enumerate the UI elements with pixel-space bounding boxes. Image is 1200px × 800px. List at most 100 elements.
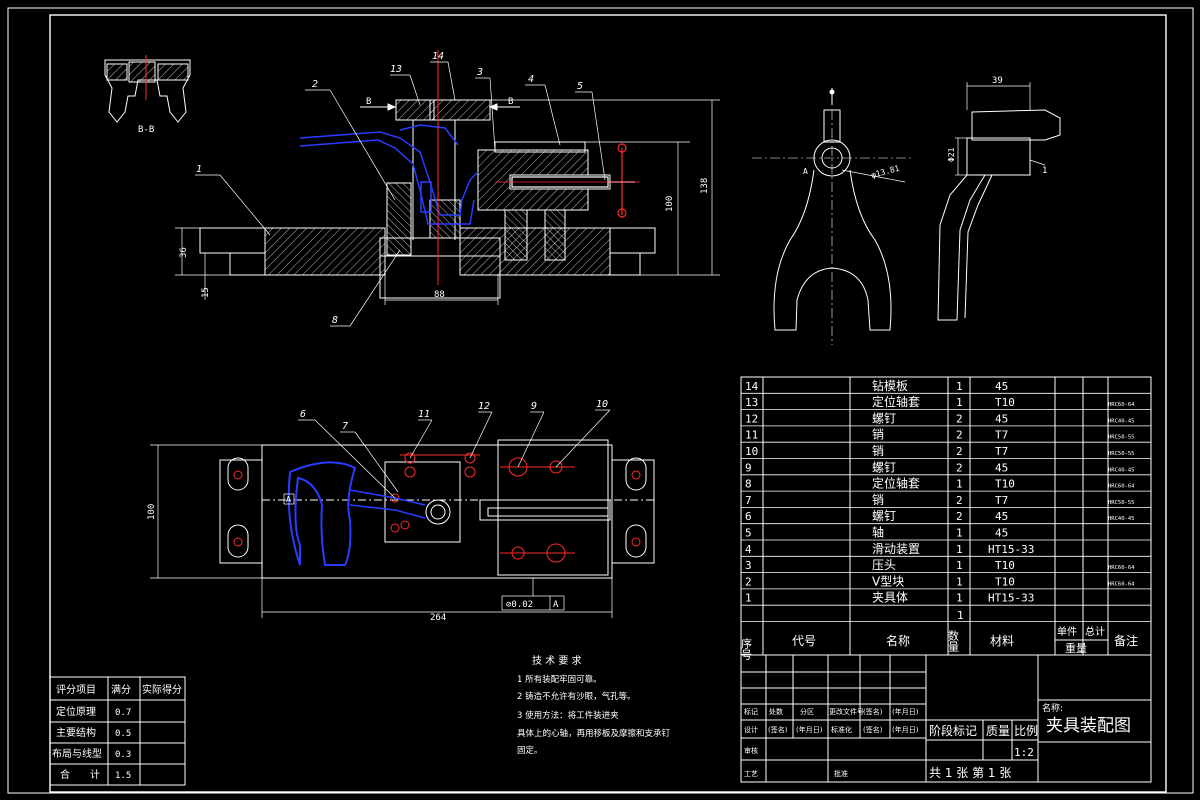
balloon-10: 10 <box>596 399 608 410</box>
score-header-actual: 实际得分 <box>142 683 182 696</box>
cut-label-right: B <box>508 97 513 107</box>
tb-date3: (年月日) <box>892 725 919 734</box>
parts-row-material: T7 <box>995 494 1008 507</box>
workpiece-side-view <box>937 109 1061 321</box>
balloon-9: 9 <box>531 401 537 412</box>
tb-scale-value: 1:2 <box>1014 746 1034 759</box>
balloon-14: 14 <box>432 51 444 62</box>
balloon-12: 12 <box>478 401 490 412</box>
parts-row-material: T10 <box>995 559 1015 572</box>
tb-change-doc: 更改文件号 <box>829 707 864 716</box>
title-block-grid <box>740 654 1152 783</box>
parts-row-qty: 1 <box>956 575 963 588</box>
parts-row-name: 轴 <box>872 525 884 540</box>
tb-process: 工艺 <box>744 770 758 778</box>
header-weight: 重量 <box>1065 641 1087 655</box>
workpiece-plan-arm <box>349 489 426 519</box>
tech-req-line-4: 具体上的心轴，再用移板及摩擦和支承钉 <box>517 728 671 739</box>
score-row-4-item: 合 计 <box>60 768 100 781</box>
tb-date2: (年月日) <box>796 725 823 734</box>
parts-row-name: 螺钉 <box>872 411 896 425</box>
parts-row-number: 5 <box>745 527 752 540</box>
header-single: 单件 <box>1057 626 1077 638</box>
parts-row-name: 滑动装置 <box>872 542 920 556</box>
sheet-border <box>7 7 1194 794</box>
header-material: 材料 <box>990 634 1014 648</box>
extra-qty: 1 <box>957 609 964 622</box>
parts-row-note: HRC60-64 <box>1108 402 1135 408</box>
parts-row-number: 8 <box>745 478 752 491</box>
balloon-4: 4 <box>528 74 534 85</box>
parts-row-qty: 1 <box>956 527 963 540</box>
parts-row-material: HT15-33 <box>988 543 1034 556</box>
tb-standard: 标准化 <box>831 725 852 734</box>
cut-line-b <box>360 103 520 111</box>
parts-row-number: 13 <box>745 396 758 409</box>
tb-sign2: (签名) <box>768 725 788 734</box>
parts-row-number: 2 <box>745 575 752 588</box>
score-row-3-item: 布局与线型 <box>52 747 102 760</box>
parts-row-qty: 1 <box>956 543 963 556</box>
header-code: 代号 <box>792 634 816 648</box>
parts-row-note: HRC50-55 <box>1108 451 1135 457</box>
balloon-1: 1 <box>196 164 202 175</box>
drawing-title: 夹具装配图 <box>1046 716 1131 736</box>
tb-date: (年月日) <box>892 707 919 716</box>
tb-approve: 批准 <box>834 769 848 778</box>
parts-row-material: HT15-33 <box>988 592 1034 605</box>
leader-lines <box>195 61 606 327</box>
header-name: 名称 <box>886 633 910 648</box>
balloon-5: 5 <box>577 81 583 92</box>
tb-count: 处数 <box>769 707 783 716</box>
parts-row-name: 定位轴套 <box>872 394 920 409</box>
score-table-grid <box>49 676 186 786</box>
header-note: 备注 <box>1114 633 1138 648</box>
tb-weight: 质量 <box>986 724 1010 738</box>
tb-stage: 阶段标记 <box>929 723 977 738</box>
parts-row-qty: 1 <box>956 396 963 409</box>
parts-row-qty: 1 <box>956 592 963 605</box>
parts-row-qty: 1 <box>956 478 963 491</box>
tolerance-frame-value: ⊘0.02 <box>506 600 533 610</box>
dim-phi: φ13.81 <box>870 164 900 180</box>
parts-row-material: T10 <box>995 396 1015 409</box>
plan-leaders <box>298 409 611 499</box>
tech-req-line-3: 3 使用方法：将工件装进夹 <box>517 710 619 721</box>
parts-row-qty: 2 <box>956 494 963 507</box>
parts-row-number: 12 <box>745 412 758 425</box>
parts-row-note: HRC50-55 <box>1108 500 1135 506</box>
score-row-3-full: 0.3 <box>115 750 131 760</box>
score-row-1-item: 定位原理 <box>56 705 96 718</box>
parts-row-number: 1 <box>745 592 752 605</box>
dim-39: 39 <box>992 76 1003 86</box>
parts-row-material: 45 <box>995 510 1008 523</box>
section-bb-label: B-B <box>138 125 154 135</box>
parts-row-note: HRC40-45 <box>1108 516 1135 522</box>
dim-88: 88 <box>434 290 445 300</box>
parts-row-name: 螺钉 <box>872 509 896 523</box>
tb-name-label: 名称: <box>1042 702 1063 714</box>
side-dimensions <box>955 82 1046 176</box>
datum-marker: A <box>286 495 291 504</box>
balloon-13: 13 <box>390 64 402 75</box>
parts-row-name: 夹具体 <box>872 591 908 605</box>
workpiece-plan <box>287 461 357 566</box>
parts-row-material: T10 <box>995 575 1015 588</box>
tech-req-title: 技 术 要 求 <box>532 654 582 667</box>
tolerance-datum: A <box>553 600 559 610</box>
parts-row-note: HRC60-64 <box>1108 565 1135 571</box>
parts-row-material: T10 <box>995 478 1015 491</box>
parts-row-name: 螺钉 <box>872 460 896 474</box>
parts-row-number: 11 <box>745 429 758 442</box>
header-qty: 数量 <box>947 630 960 652</box>
balloon-7: 7 <box>342 421 348 432</box>
parts-row-name: 销 <box>872 444 884 458</box>
parts-row-material: 45 <box>995 412 1008 425</box>
dim-36: 36 <box>179 247 189 258</box>
balloon-2: 2 <box>312 79 318 90</box>
cut-label-left: B <box>366 97 371 107</box>
score-row-2-item: 主要结构 <box>56 726 96 739</box>
parts-row-number: 9 <box>745 461 752 474</box>
dim-15: 15 <box>201 287 211 298</box>
